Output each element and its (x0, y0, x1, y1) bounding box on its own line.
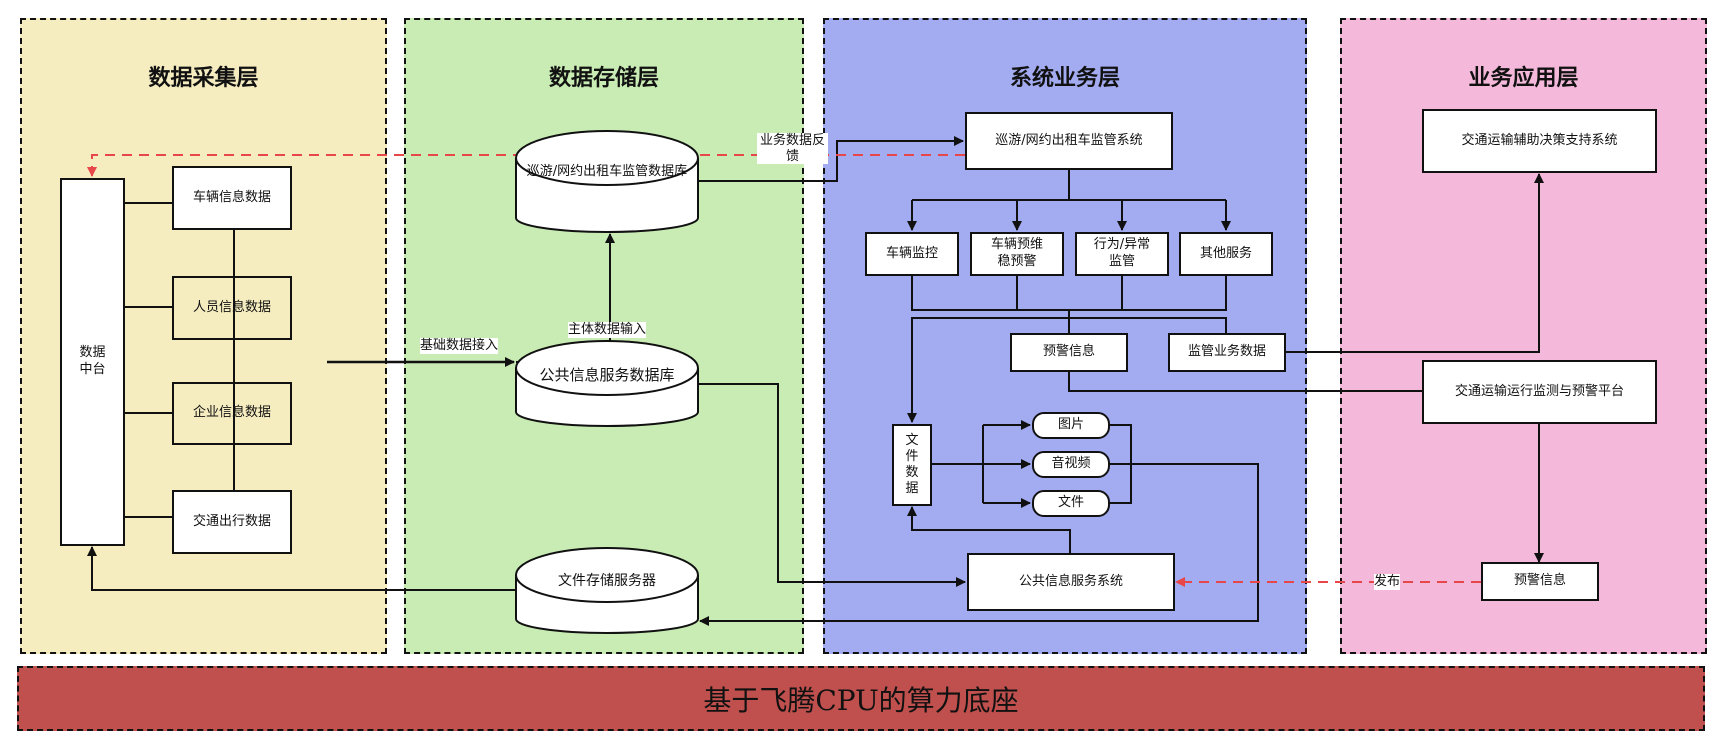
edge-file-server-platform (87, 546, 516, 591)
edge-warning-platform (1068, 371, 1422, 392)
edge-label-publish: 发布 (1374, 574, 1401, 590)
edge-label-basic-input: 基础数据接入 (420, 338, 499, 354)
edge-public-db-service (698, 383, 966, 587)
regulatory-business-data[interactable]: 监管业务数据 (1168, 333, 1286, 372)
source-enterprise-info[interactable]: 企业信息数据 (172, 382, 292, 445)
warning-info-system[interactable]: 预警信息 (1010, 333, 1128, 372)
warning-info-application[interactable]: 预警信息 (1481, 562, 1599, 601)
edge-regulatory-decision (1286, 173, 1544, 353)
edge-taxi-db-system (698, 136, 964, 182)
taxi-db-label[interactable]: 巡游/网约出租车监管数据库 (526, 164, 688, 179)
file-server-label[interactable]: 文件存储服务器 (558, 573, 656, 589)
source-personnel-info[interactable]: 人员信息数据 (172, 276, 292, 340)
service-vehicle-warning[interactable]: 车辆预维 稳预警 (970, 232, 1064, 276)
taxi-supervision-system[interactable]: 巡游/网约出租车监管系统 (965, 112, 1173, 170)
file-type-image[interactable]: 图片 (1032, 412, 1110, 439)
layer-title-application: 业务应用层 (1468, 66, 1579, 91)
layer-title-system: 系统业务层 (1009, 66, 1120, 91)
file-type-document[interactable]: 文件 (1032, 490, 1110, 517)
compute-foundation-banner: 基于飞腾CPU的算力底座 (17, 666, 1705, 731)
cylinder-file-server (515, 547, 699, 634)
edge-media-to-file-server (699, 463, 1259, 626)
public-info-service-system[interactable]: 公共信息服务系统 (967, 553, 1175, 611)
monitoring-warning-platform[interactable]: 交通运输运行监测与预警平台 (1422, 360, 1657, 424)
public-db-label[interactable]: 公共信息服务数据库 (539, 366, 675, 384)
layer-title-storage: 数据存储层 (548, 66, 659, 91)
source-vehicle-info[interactable]: 车辆信息数据 (172, 166, 292, 230)
decision-support-system[interactable]: 交通运输辅助决策支持系统 (1422, 109, 1657, 173)
cylinder-public-db (515, 340, 699, 427)
cylinder-taxi-db (515, 130, 699, 233)
source-traffic-info[interactable]: 交通出行数据 (172, 490, 292, 554)
layer-title-collection: 数据采集层 (148, 66, 259, 91)
service-behavior-anomaly[interactable]: 行为/异常 监管 (1075, 232, 1169, 276)
service-other[interactable]: 其他服务 (1179, 232, 1273, 276)
edge-public-service-file-data (907, 506, 1071, 553)
edge-label-feedback: 业务数据反 馈 (757, 133, 828, 165)
file-data[interactable]: 文 件 数 据 (892, 424, 932, 506)
service-vehicle-monitoring[interactable]: 车辆监控 (865, 232, 959, 276)
edge-label-subject-input: 主体数据输入 (568, 322, 647, 338)
data-platform[interactable]: 数据 中台 (60, 178, 125, 546)
file-type-audio-video[interactable]: 音视频 (1032, 451, 1110, 478)
